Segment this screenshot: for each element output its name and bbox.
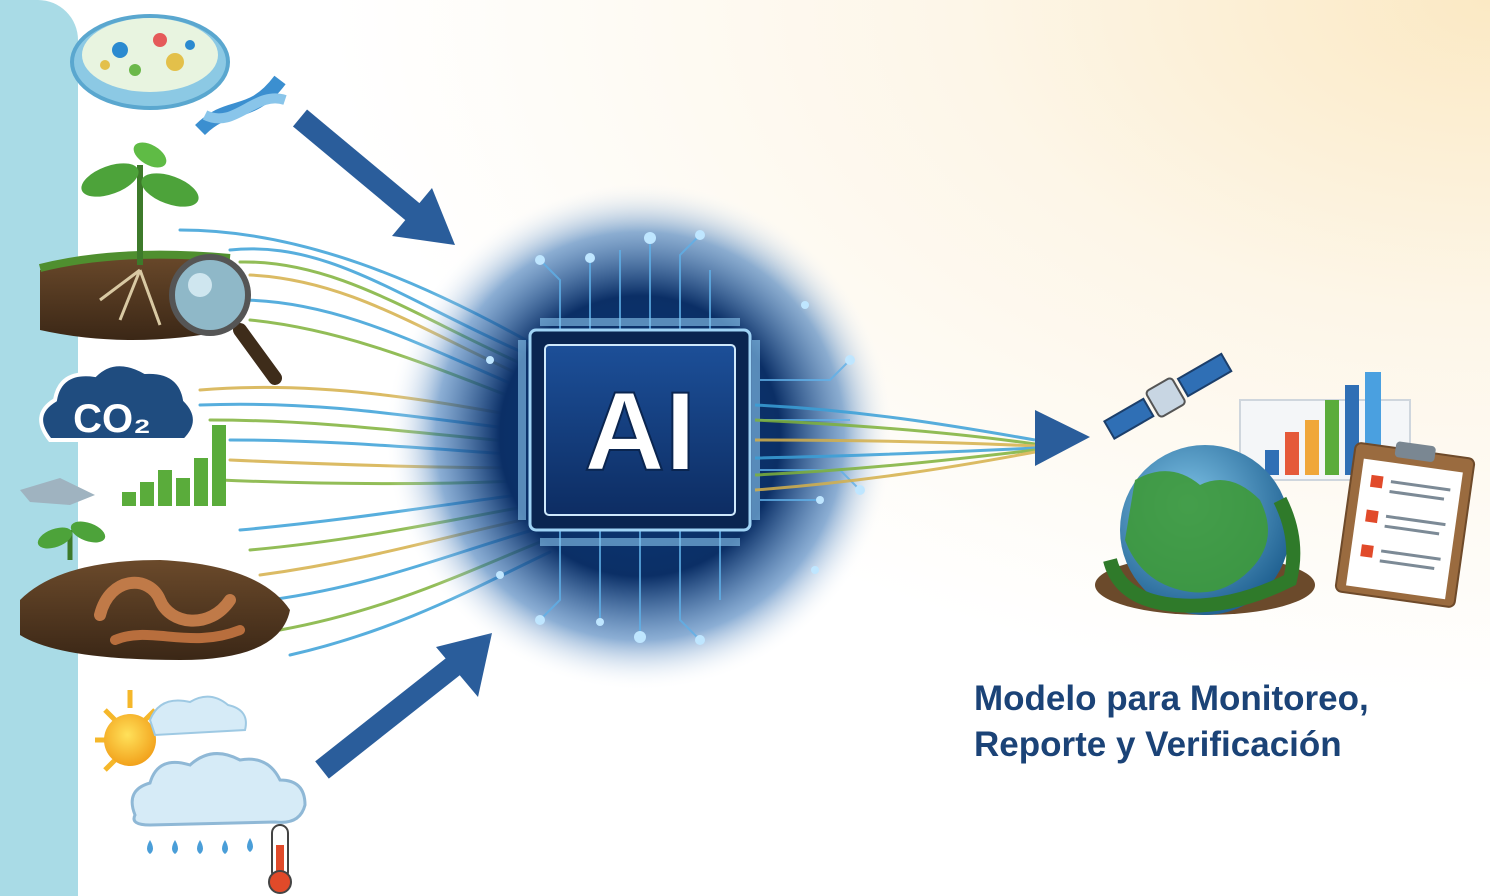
magnifier-icon bbox=[169, 254, 282, 385]
ai-chip: AI bbox=[385, 181, 895, 691]
co2-label: CO₂ bbox=[73, 397, 151, 441]
scrap-icon bbox=[20, 478, 95, 505]
side-band bbox=[0, 0, 78, 896]
caption-line-2: Reporte y Verificación bbox=[974, 725, 1342, 764]
data-fibers-output bbox=[754, 403, 1036, 492]
co2-cloud-icon: CO₂ bbox=[39, 362, 197, 442]
arrow-bottom bbox=[315, 633, 492, 779]
clipboard-icon bbox=[1334, 441, 1476, 608]
bar-chart-icon bbox=[122, 425, 226, 506]
caption: Modelo para Monitoreo, Reporte y Verific… bbox=[974, 676, 1474, 768]
weather-icon bbox=[95, 690, 307, 854]
ai-label: AI bbox=[584, 369, 696, 494]
globe-icon bbox=[1095, 445, 1315, 615]
arrow-output bbox=[1035, 410, 1090, 466]
satellite-icon bbox=[1103, 352, 1233, 441]
thermometer-icon bbox=[268, 824, 292, 894]
petri-dish-icon bbox=[70, 14, 230, 110]
worms-soil-icon bbox=[20, 521, 290, 660]
arrow-top bbox=[292, 109, 455, 245]
caption-line-1: Modelo para Monitoreo, bbox=[974, 679, 1369, 718]
dna-icon bbox=[195, 75, 287, 136]
